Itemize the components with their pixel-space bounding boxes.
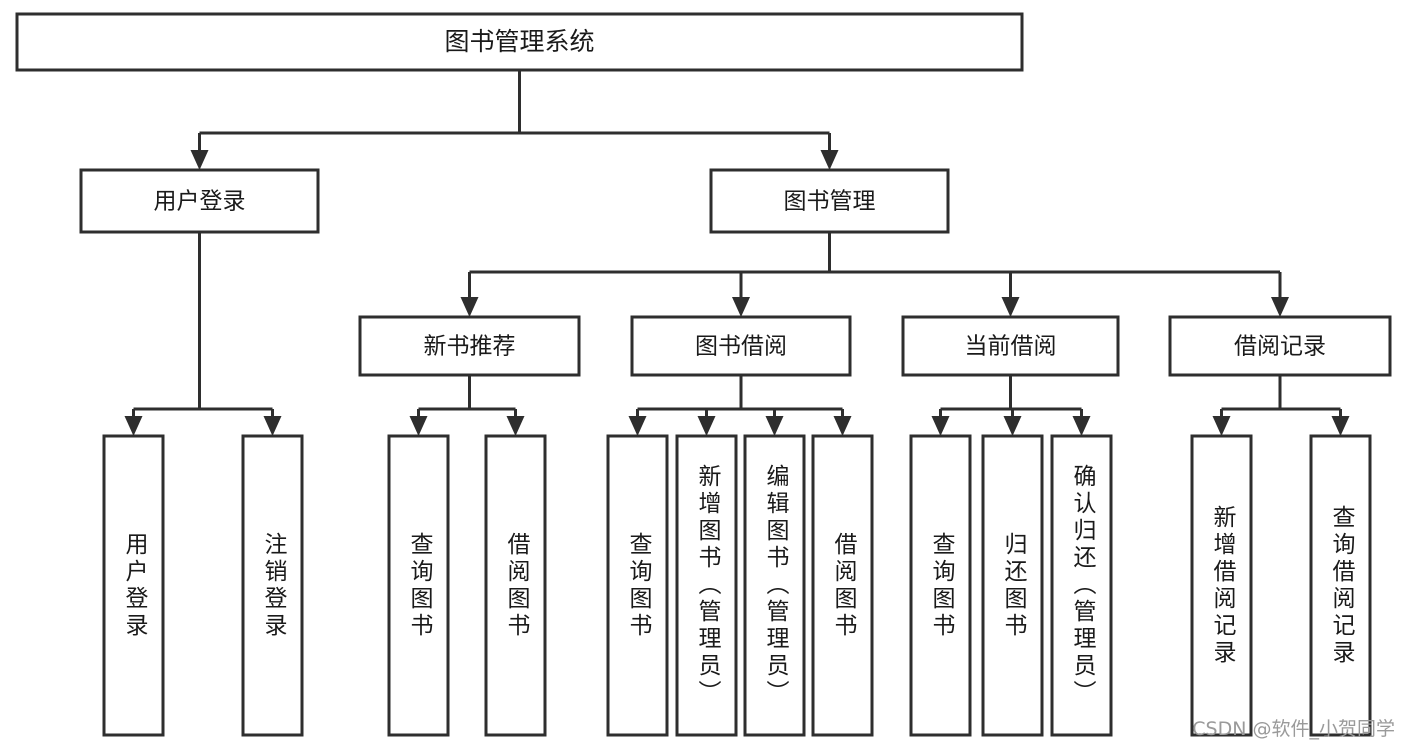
node-leaf-add-book-admin[interactable] xyxy=(675,434,738,737)
node-leaf-query-book-1-rect[interactable] xyxy=(387,434,450,737)
node-l2-borrow-record[interactable]: 借阅记录 xyxy=(1168,315,1392,377)
connector-l2-new-book-rec-branch-0-head xyxy=(409,416,428,436)
node-l2-new-book-rec-label: 新书推荐 xyxy=(424,334,516,360)
node-l1-book-manage-rect[interactable] xyxy=(709,168,950,234)
node-l2-borrow-record-rect[interactable] xyxy=(1168,315,1392,377)
connector-l2-borrow-record-branch-1-head xyxy=(1331,416,1350,436)
node-l2-new-book-rec-rect[interactable] xyxy=(358,315,581,377)
node-l2-current-borrow-rect[interactable] xyxy=(901,315,1120,377)
node-leaf-user-login-rect[interactable] xyxy=(102,434,165,737)
node-leaf-borrow-book-1[interactable] xyxy=(484,434,547,737)
node-leaf-query-book-2-rect[interactable] xyxy=(606,434,669,737)
node-l1-user-login-label: 用户登录 xyxy=(154,189,246,215)
node-leaf-edit-book-admin-rect[interactable] xyxy=(743,434,806,737)
connector-l2-book-borrow-branch-3-head xyxy=(833,416,852,436)
node-leaf-borrow-book-2-rect[interactable] xyxy=(811,434,874,737)
connectors-layer xyxy=(124,70,1350,436)
connector-l2-book-borrow-branch-1-head xyxy=(697,416,716,436)
node-l2-book-borrow-label: 图书借阅 xyxy=(695,334,787,360)
node-root-rect[interactable] xyxy=(15,12,1024,72)
node-leaf-query-book-1[interactable] xyxy=(387,434,450,737)
node-leaf-user-login[interactable] xyxy=(102,434,165,737)
connector-book-manage-branch-0-head xyxy=(460,297,479,317)
node-root[interactable]: 图书管理系统 xyxy=(15,12,1024,72)
connector-l2-borrow-record-branch-0-head xyxy=(1212,416,1231,436)
node-leaf-logout-rect[interactable] xyxy=(241,434,304,737)
node-l2-book-borrow-rect[interactable] xyxy=(630,315,852,377)
node-leaf-query-book-3[interactable] xyxy=(909,434,972,737)
node-l2-new-book-rec[interactable]: 新书推荐 xyxy=(358,315,581,377)
node-l2-current-borrow-label: 当前借阅 xyxy=(965,334,1057,360)
node-leaf-query-borrow-record[interactable] xyxy=(1309,434,1372,737)
node-leaf-query-book-3-rect[interactable] xyxy=(909,434,972,737)
connector-l2-book-borrow-branch-2-head xyxy=(765,416,784,436)
connector-l2-book-borrow-branch-0-head xyxy=(628,416,647,436)
connector-root-branch-0-head xyxy=(190,150,209,170)
node-leaf-confirm-return-admin-rect[interactable] xyxy=(1050,434,1113,737)
node-leaf-add-borrow-record-rect[interactable] xyxy=(1190,434,1253,737)
connector-l1-user-login-branch-0-head xyxy=(124,416,143,436)
node-root-label: 图书管理系统 xyxy=(444,27,594,56)
connector-book-manage-branch-2-head xyxy=(1001,297,1020,317)
connector-l2-current-borrow-branch-0-head xyxy=(931,416,950,436)
node-l2-book-borrow[interactable]: 图书借阅 xyxy=(630,315,852,377)
node-l1-book-manage[interactable]: 图书管理 xyxy=(709,168,950,234)
node-l2-current-borrow[interactable]: 当前借阅 xyxy=(901,315,1120,377)
node-l1-user-login[interactable]: 用户登录 xyxy=(79,168,320,234)
watermark-text: CSDN @软件_小贺同学 xyxy=(1192,718,1395,740)
connector-l2-current-borrow-branch-2-head xyxy=(1072,416,1091,436)
connector-root-branch-1-head xyxy=(820,150,839,170)
connector-book-manage-branch-1-head xyxy=(732,297,750,317)
node-leaf-add-book-admin-rect[interactable] xyxy=(675,434,738,737)
node-leaf-logout[interactable] xyxy=(241,434,304,737)
node-l1-user-login-rect[interactable] xyxy=(79,168,320,234)
node-leaf-query-borrow-record-rect[interactable] xyxy=(1309,434,1372,737)
connector-l2-new-book-rec-branch-1-head xyxy=(506,416,525,436)
connector-book-manage-branch-3-head xyxy=(1271,297,1289,317)
connector-l1-user-login-branch-1-head xyxy=(263,416,282,436)
node-leaf-confirm-return-admin[interactable] xyxy=(1050,434,1113,737)
node-leaf-return-book[interactable] xyxy=(981,434,1044,737)
node-leaf-return-book-rect[interactable] xyxy=(981,434,1044,737)
node-leaf-add-borrow-record[interactable] xyxy=(1190,434,1253,737)
connector-l2-current-borrow-branch-1-head xyxy=(1003,416,1022,436)
node-leaf-borrow-book-2[interactable] xyxy=(811,434,874,737)
node-leaf-edit-book-admin[interactable] xyxy=(743,434,806,737)
node-l2-borrow-record-label: 借阅记录 xyxy=(1234,334,1326,360)
node-l1-book-manage-label: 图书管理 xyxy=(784,189,876,215)
node-leaf-borrow-book-1-rect[interactable] xyxy=(484,434,547,737)
node-leaf-query-book-2[interactable] xyxy=(606,434,669,737)
